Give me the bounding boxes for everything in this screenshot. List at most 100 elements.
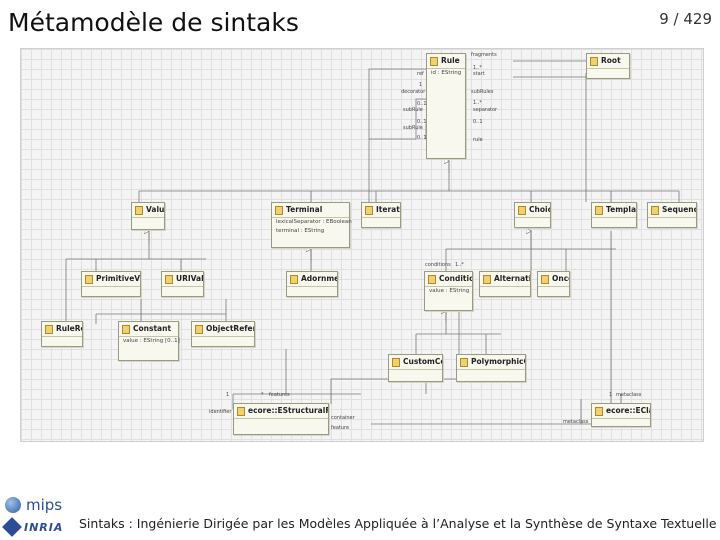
class-name: Iteration bbox=[376, 205, 400, 214]
class-icon bbox=[430, 56, 438, 66]
class-icon bbox=[428, 274, 436, 284]
class-terminal: Terminal lexicalSeparator : EBoolean ter… bbox=[271, 202, 352, 248]
class-icon bbox=[541, 274, 549, 284]
class-object-reference: ObjectReference bbox=[191, 321, 255, 347]
class-icon bbox=[122, 324, 130, 334]
globe-icon bbox=[5, 497, 21, 513]
class-eclass: ecore::EClass bbox=[591, 403, 651, 427]
mips-logo-text: mips bbox=[26, 496, 63, 514]
class-icon bbox=[85, 274, 93, 284]
class-name: ecore::EClass bbox=[606, 406, 650, 415]
class-name: Template bbox=[606, 205, 636, 214]
role-label: 1..* bbox=[473, 65, 482, 71]
class-name: Sequence bbox=[662, 205, 696, 214]
class-icon bbox=[518, 205, 526, 215]
role-label: 1..* bbox=[473, 100, 482, 106]
class-choice: Choice bbox=[514, 202, 551, 228]
slide-footer: Sintaks : Ingénierie Dirigée par les Mod… bbox=[79, 516, 717, 531]
class-icon bbox=[195, 324, 203, 334]
class-name: Terminal bbox=[286, 205, 323, 214]
role-label: feature bbox=[331, 425, 350, 431]
class-primitive-value: PrimitiveValue bbox=[81, 271, 141, 297]
role-label: 0..1 bbox=[473, 119, 483, 125]
role-label: metaclass bbox=[616, 392, 642, 398]
class-attribute: terminal : EString bbox=[276, 228, 325, 234]
role-label: ref bbox=[417, 71, 424, 77]
role-label: features bbox=[269, 392, 290, 398]
class-icon bbox=[595, 406, 603, 416]
class-icon bbox=[651, 205, 659, 215]
class-name: Condition bbox=[439, 274, 472, 283]
class-name: PrimitiveValue bbox=[96, 274, 140, 283]
role-label: 1 bbox=[609, 392, 613, 398]
role-label: 1 bbox=[226, 392, 230, 398]
class-iteration: Iteration bbox=[361, 202, 401, 228]
role-label: rule bbox=[473, 137, 483, 143]
role-label: start bbox=[473, 71, 485, 77]
role-label: metaclass bbox=[563, 419, 589, 425]
class-name: URIValue bbox=[176, 274, 203, 283]
class-name: Adornment bbox=[301, 274, 337, 283]
relationship-lines bbox=[65, 60, 680, 425]
class-custom-cond: CustomCond bbox=[388, 354, 443, 382]
role-label: subRule bbox=[403, 125, 423, 131]
slide-title: Métamodèle de sintaks bbox=[8, 8, 299, 37]
class-template: Template bbox=[591, 202, 637, 228]
role-label: 0..1 bbox=[417, 119, 427, 125]
inria-logo: INRIA bbox=[2, 517, 64, 538]
class-attribute: value : EString [0..1] bbox=[123, 338, 180, 344]
class-icon bbox=[365, 205, 373, 215]
role-label: conditions bbox=[425, 262, 451, 268]
role-label: 1..* bbox=[455, 262, 464, 268]
class-name: Once bbox=[552, 274, 569, 283]
class-value: Value bbox=[131, 202, 165, 230]
class-icon bbox=[590, 56, 598, 66]
class-icon bbox=[275, 205, 283, 215]
class-name: ecore::EStructuralFeature bbox=[248, 406, 328, 415]
class-name: Rule bbox=[441, 56, 460, 65]
class-icon bbox=[237, 406, 245, 416]
class-name: Root bbox=[601, 56, 621, 65]
class-adornment: Adornment bbox=[286, 271, 338, 297]
class-attribute: lexicalSeparator : EBoolean bbox=[276, 219, 352, 225]
role-label: separator bbox=[473, 107, 498, 113]
class-icon bbox=[483, 274, 491, 284]
diagram-canvas: Rule id : EString Root Value Terminal le… bbox=[20, 48, 704, 442]
class-name: Constant bbox=[133, 324, 172, 333]
class-condition: Condition value : EString bbox=[424, 271, 473, 311]
class-name: Value bbox=[146, 205, 164, 214]
class-icon bbox=[45, 324, 53, 334]
role-label: fragments bbox=[471, 52, 497, 58]
class-icon bbox=[460, 357, 468, 367]
class-name: Alternative bbox=[494, 274, 530, 283]
role-label: 1 bbox=[419, 82, 423, 88]
class-attribute: id : EString bbox=[431, 70, 462, 76]
class-polymorphic-cond: PolymorphicCond bbox=[456, 354, 526, 382]
class-attribute: value : EString bbox=[429, 288, 470, 294]
role-label: subRules bbox=[471, 89, 494, 95]
class-constant: Constant value : EString [0..1] bbox=[118, 321, 180, 361]
role-label: decorator bbox=[401, 89, 426, 95]
role-label: * bbox=[261, 392, 264, 398]
role-label: 0..1 bbox=[417, 135, 427, 141]
class-name: Choice bbox=[529, 205, 550, 214]
class-alternative: Alternative bbox=[479, 271, 531, 297]
class-name: ObjectReference bbox=[206, 324, 254, 333]
class-root: Root bbox=[586, 53, 630, 79]
class-estructural-feature: ecore::EStructuralFeature bbox=[233, 403, 329, 435]
role-label: container bbox=[331, 415, 355, 421]
class-sequence: Sequence bbox=[647, 202, 697, 228]
role-label: subRule bbox=[403, 107, 423, 113]
class-rule-ref: RuleRef bbox=[41, 321, 83, 347]
class-icon bbox=[595, 205, 603, 215]
inria-logo-text: INRIA bbox=[24, 521, 64, 534]
mips-logo: mips bbox=[2, 495, 62, 517]
class-icon bbox=[290, 274, 298, 284]
page-number: 9 / 429 bbox=[659, 10, 712, 28]
role-label: 0..1 bbox=[417, 101, 427, 107]
class-icon bbox=[392, 357, 400, 367]
class-once: Once bbox=[537, 271, 570, 297]
class-name: RuleRef bbox=[56, 324, 82, 333]
class-icon bbox=[165, 274, 173, 284]
class-name: CustomCond bbox=[403, 357, 442, 366]
